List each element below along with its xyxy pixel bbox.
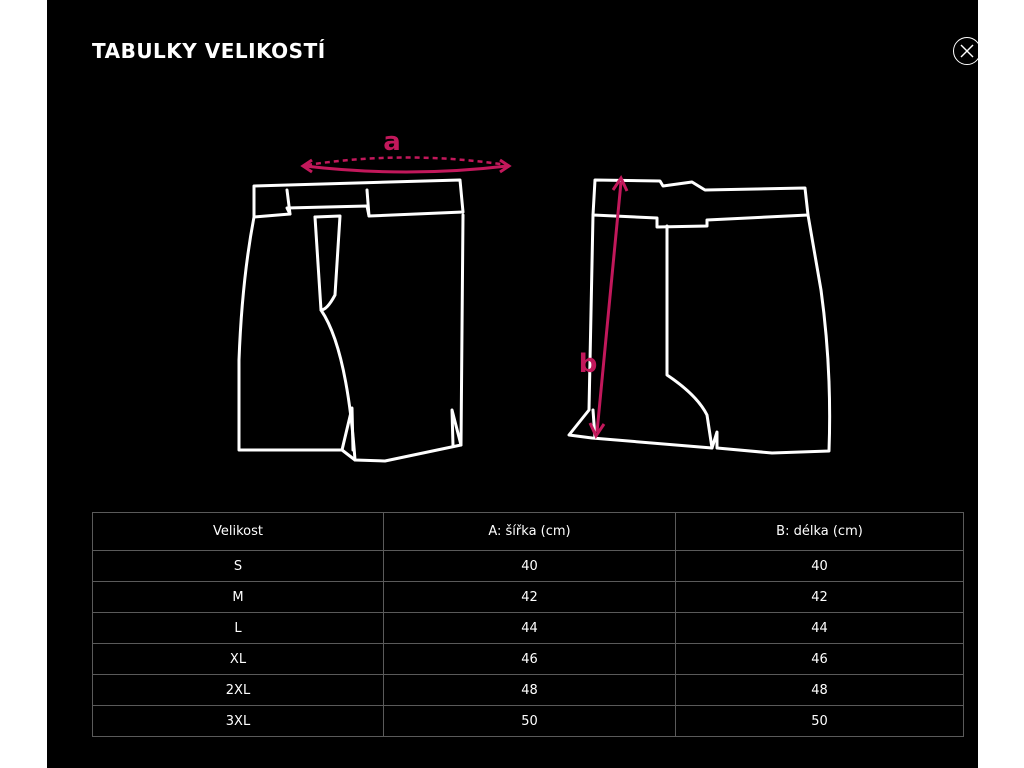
width-cell: 50 <box>383 705 676 737</box>
header-width-a: A: šířka (cm) <box>383 512 676 551</box>
length-measure-b: b <box>579 174 629 440</box>
size-cell: 2XL <box>92 674 384 706</box>
header-size: Velikost <box>92 512 384 551</box>
size-cell: XL <box>92 643 384 675</box>
table-row: 2XL 48 48 <box>92 674 964 706</box>
width-cell: 40 <box>383 550 676 582</box>
size-chart-modal: TABULKY VELIKOSTÍ a <box>47 0 981 768</box>
close-button[interactable] <box>953 37 981 65</box>
length-cell: 48 <box>675 674 964 706</box>
length-cell: 44 <box>675 612 964 644</box>
label-a: a <box>383 127 401 157</box>
width-measure-a: a <box>300 127 512 174</box>
size-cell: M <box>92 581 384 613</box>
table-row: S 40 40 <box>92 550 964 582</box>
length-cell: 42 <box>675 581 964 613</box>
shorts-measurement-illustration: a b <box>237 127 832 463</box>
width-cell: 42 <box>383 581 676 613</box>
width-cell: 44 <box>383 612 676 644</box>
width-cell: 48 <box>383 674 676 706</box>
size-cell: L <box>92 612 384 644</box>
table-row: L 44 44 <box>92 612 964 644</box>
width-cell: 46 <box>383 643 676 675</box>
shorts-front-outline <box>237 178 465 463</box>
length-cell: 46 <box>675 643 964 675</box>
table-row: 3XL 50 50 <box>92 705 964 737</box>
modal-title: TABULKY VELIKOSTÍ <box>92 39 326 63</box>
length-cell: 50 <box>675 705 964 737</box>
table-header-row: Velikost A: šířka (cm) B: délka (cm) <box>92 512 964 551</box>
size-table: Velikost A: šířka (cm) B: délka (cm) S 4… <box>92 512 964 737</box>
close-icon <box>960 44 974 58</box>
shorts-back-outline <box>567 178 832 455</box>
size-cell: 3XL <box>92 705 384 737</box>
length-cell: 40 <box>675 550 964 582</box>
size-cell: S <box>92 550 384 582</box>
header-length-b: B: délka (cm) <box>675 512 964 551</box>
table-row: XL 46 46 <box>92 643 964 675</box>
table-row: M 42 42 <box>92 581 964 613</box>
label-b: b <box>579 349 598 379</box>
